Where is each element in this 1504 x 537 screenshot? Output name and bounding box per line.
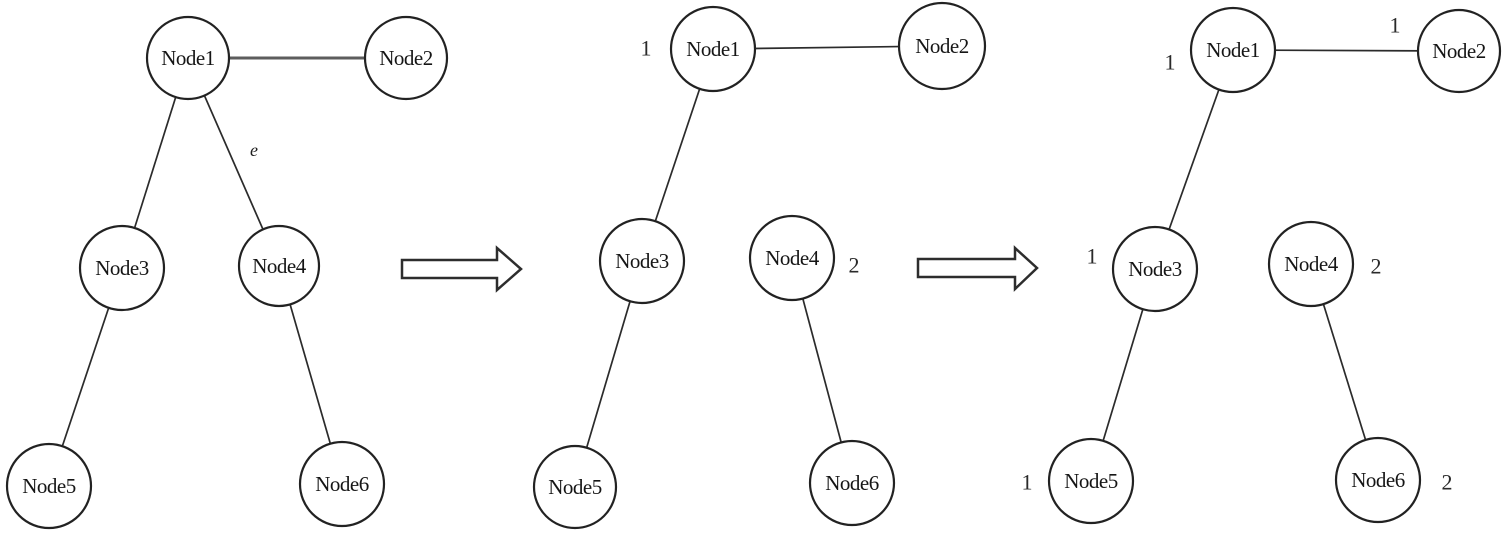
- after-edge-removal-node5-circle: [532, 444, 618, 530]
- original-tree-node2-label: Node2: [379, 46, 433, 70]
- components-labeled-node5-label: Node5: [1064, 469, 1118, 493]
- components-labeled-node4-circle: [1267, 220, 1355, 308]
- components-labeled-component-label: 1: [1165, 50, 1176, 75]
- original-tree-node3-label: Node3: [95, 256, 149, 280]
- after-edge-removal-node6-label: Node6: [825, 471, 879, 495]
- components-labeled-node2-label: Node2: [1432, 39, 1486, 63]
- original-tree-node1-label: Node1: [161, 46, 215, 70]
- after-edge-removal-component-label: 2: [849, 253, 860, 278]
- after-edge-removal-node1-label: Node1: [686, 37, 740, 61]
- after-edge-removal-node2-label: Node2: [915, 34, 969, 58]
- components-labeled-node5-circle: [1047, 437, 1135, 525]
- components-labeled-node6-label: Node6: [1351, 468, 1405, 492]
- components-labeled-node6-circle: [1334, 436, 1422, 524]
- original-tree-node5-circle: [5, 442, 93, 530]
- transform-arrow-2-icon: [916, 245, 1039, 292]
- edge-label-e: e: [250, 140, 258, 160]
- transform-arrow-1-icon: [400, 245, 523, 293]
- original-tree-node1-circle: [145, 15, 231, 101]
- components-labeled-node3-circle: [1111, 225, 1199, 313]
- components-labeled-node3-label: Node3: [1128, 257, 1182, 281]
- after-edge-removal-node4-label: Node4: [765, 246, 819, 270]
- after-edge-removal-node3-circle: [598, 217, 686, 305]
- components-labeled-component-label: 1: [1390, 13, 1401, 38]
- original-tree-node4-label: Node4: [252, 254, 306, 278]
- components-labeled-node1-label: Node1: [1206, 38, 1260, 62]
- after-edge-removal-component-label: 1: [641, 36, 652, 61]
- components-labeled-node4-label: Node4: [1284, 252, 1338, 276]
- components-labeled-component-label: 2: [1371, 254, 1382, 279]
- after-edge-removal-node1-circle: [669, 5, 757, 93]
- after-edge-removal-node5-label: Node5: [548, 475, 602, 499]
- components-labeled-component-label: 1: [1087, 244, 1098, 269]
- components-labeled-component-label: 2: [1442, 470, 1453, 495]
- original-tree-node3-circle: [78, 224, 166, 312]
- original-tree-node2-circle: [363, 15, 449, 101]
- after-edge-removal-node6-circle: [808, 439, 896, 527]
- after-edge-removal-node3-label: Node3: [615, 249, 669, 273]
- components-labeled-node1-circle: [1189, 6, 1277, 94]
- original-tree-node4-circle: [237, 224, 321, 308]
- after-edge-removal-node4-circle: [748, 214, 836, 302]
- original-tree-node5-label: Node5: [22, 474, 76, 498]
- after-edge-removal-node2-circle: [897, 1, 987, 91]
- original-tree-node6-label: Node6: [315, 472, 369, 496]
- original-tree-node6-circle: [298, 440, 386, 528]
- components-labeled-component-label: 1: [1022, 470, 1033, 495]
- components-labeled-node2-circle: [1416, 8, 1502, 94]
